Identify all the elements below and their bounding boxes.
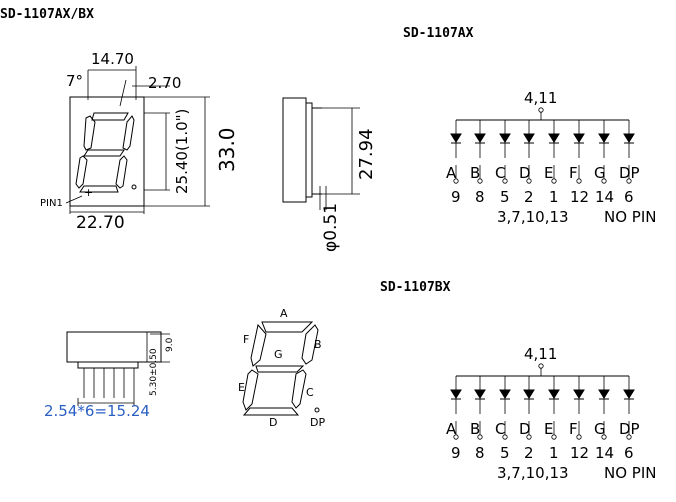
seg-dp: DP: [310, 416, 325, 429]
dim-pin-dia: φ0.51: [321, 203, 341, 252]
pin-number: 14: [595, 444, 614, 462]
seg-b: B: [314, 338, 322, 351]
dim-base: 22.70: [76, 213, 125, 233]
segment-label: E: [544, 420, 553, 438]
pin-number: 2: [524, 188, 534, 206]
pin-number: 2: [524, 444, 534, 462]
segment-legend: A B C D E F G DP: [238, 307, 325, 429]
segment-label: F: [569, 164, 578, 182]
segment-label: C: [495, 420, 505, 438]
pin1-label: PIN1: [40, 198, 63, 209]
segment-label: D: [519, 420, 531, 438]
pin-view: 9.0 5.30±0.50 2.54*6=15.24: [44, 331, 175, 420]
pin-number: 8: [475, 444, 485, 462]
main-title: SD-1107AX/BX: [0, 7, 94, 22]
dim-side-height: 27.94: [356, 128, 377, 180]
pin-number: 9: [451, 188, 461, 206]
front-view: + 14.70 7° 2.70 25.40(1.0") 33.0 22.70 P…: [40, 50, 239, 233]
common-node: [538, 363, 544, 369]
seg-e: E: [238, 381, 245, 394]
pin-number: 5: [500, 188, 510, 206]
segment-label: B: [470, 164, 480, 182]
segment-label: DP: [619, 420, 640, 438]
diode-f: [573, 389, 585, 399]
segment-label: C: [495, 164, 505, 182]
pin-number: 1: [549, 444, 559, 462]
diode-d: [523, 389, 535, 399]
segment-label: A: [446, 420, 457, 438]
segment-label: G: [594, 164, 606, 182]
nopin-label: NO PIN: [604, 464, 657, 482]
dim-pin-spacing: 5.30±0.50: [149, 348, 159, 396]
dim-digit-height: 25.40(1.0"): [173, 109, 191, 194]
nopin-list: 3,7,10,13: [497, 464, 569, 482]
nopin-label: NO PIN: [604, 208, 657, 226]
seg-d: D: [269, 416, 277, 429]
segment-label: G: [594, 420, 606, 438]
pin-number: 12: [570, 188, 589, 206]
segment-label: A: [446, 164, 457, 182]
front-digit: [75, 112, 135, 193]
diode-e: [548, 389, 560, 399]
pin-number: 8: [475, 188, 485, 206]
side-view: 27.94 φ0.51: [282, 97, 377, 252]
segment-label: E: [544, 164, 553, 182]
pin-number: 6: [624, 444, 634, 462]
pin-number: 6: [624, 188, 634, 206]
legend-digit: [242, 321, 319, 416]
seg-c: C: [306, 386, 314, 399]
dim-pin-pitch: 2.54*6=15.24: [44, 402, 150, 420]
diode-a: [450, 389, 462, 399]
diode-b: [474, 389, 486, 399]
diode-dp: [623, 133, 635, 143]
common-node: [538, 107, 544, 113]
pin-number: 12: [570, 444, 589, 462]
dim-angle: 7°: [66, 72, 83, 90]
segment-label: F: [569, 420, 578, 438]
pin-number: 1: [549, 188, 559, 206]
pin-number: 9: [451, 444, 461, 462]
dim-width: 14.70: [91, 50, 134, 68]
bx-title: SD-1107BX: [380, 280, 451, 295]
segment-label: DP: [619, 164, 640, 182]
dim-pin-len: 9.0: [165, 337, 175, 352]
circuit-ax: 4,11A 9B 8C 5D 2E 1F 12 G 14 DP 6 3,7,10,13 NO PIN: [446, 89, 657, 226]
diode-b: [474, 133, 486, 143]
diode-f: [573, 133, 585, 143]
diode-c: [499, 389, 511, 399]
front-dp: [131, 184, 137, 190]
dim-offset: 2.70: [148, 74, 181, 92]
seg-a: A: [280, 307, 288, 320]
seg-f: F: [243, 333, 249, 346]
diode-c: [499, 133, 511, 143]
diode-d: [523, 133, 535, 143]
diode-g: [598, 133, 610, 143]
ax-title: SD-1107AX: [403, 26, 474, 41]
circuit-bx: 4,11A 9B 8C 5D 2E 1F 12 G 14 DP 6 3,7,10,13 NO PIN: [446, 345, 657, 482]
common-anode-label: 4,11: [524, 345, 557, 363]
plus-mark: +: [84, 186, 93, 199]
common-anode-label: 4,11: [524, 89, 557, 107]
segment-label: B: [470, 420, 480, 438]
legend-dp: [314, 407, 320, 413]
diode-dp: [623, 389, 635, 399]
seg-g: G: [274, 348, 283, 361]
diode-a: [450, 133, 462, 143]
dim-height: 33.0: [215, 127, 239, 172]
diode-g: [598, 389, 610, 399]
pin-number: 14: [595, 188, 614, 206]
segment-label: D: [519, 164, 531, 182]
nopin-list: 3,7,10,13: [497, 208, 569, 226]
pin-number: 5: [500, 444, 510, 462]
diode-e: [548, 133, 560, 143]
